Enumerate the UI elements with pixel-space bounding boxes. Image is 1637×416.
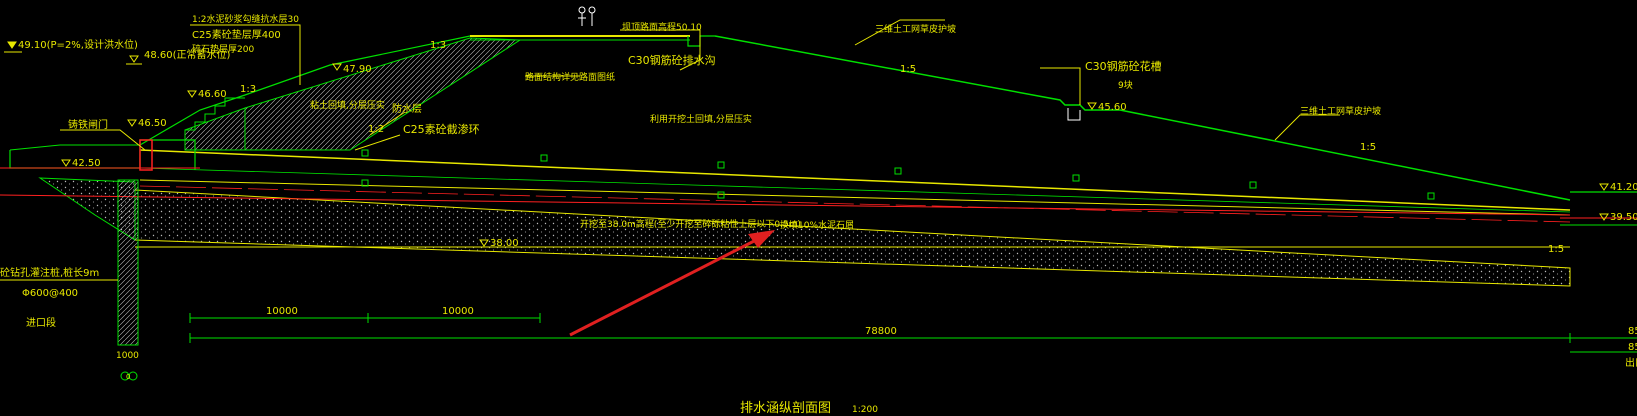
inlet-ground	[9, 144, 140, 151]
ring-markers	[361, 149, 1435, 200]
label-crest: 坝顶路面高程50.10	[622, 21, 702, 33]
culvert-top	[139, 149, 1571, 211]
note-c25-ring: C25素砼截渗环	[403, 122, 480, 136]
water-level-markers	[4, 41, 1609, 247]
label-4660: 46.60	[198, 89, 227, 100]
culvert-inner	[139, 167, 1571, 213]
note-slope-1: 1:2水泥砂浆勾缝抗水层30	[192, 13, 299, 25]
note-c30-flower: C30钢筋砼花槽	[1085, 59, 1162, 73]
note-slope-protect-2: 三维土工网草皮护坡	[1300, 105, 1381, 117]
bottom-circle-label: 0	[126, 373, 130, 381]
dim-total: 78800	[865, 326, 897, 337]
slope-s1: 1:3	[430, 40, 446, 51]
slope-s4: 1:5	[900, 64, 916, 75]
note-cement-stone: 换填10%水泥石屑	[780, 219, 854, 231]
label-design-flood: 49.10(P=2%,设计洪水位)	[18, 38, 138, 51]
dim-pile-w: 1000	[116, 351, 139, 361]
note-slope-3: 碎石垫层厚200	[192, 43, 254, 55]
note-waterproof: 防水层	[392, 102, 422, 115]
label-3950: 39.50	[1610, 212, 1637, 223]
slope-s5: 1:5	[1360, 142, 1376, 153]
note-c30-channel: C30钢筋砼排水沟	[628, 53, 716, 67]
label-4120: 41.20	[1610, 182, 1637, 193]
note-small-tag: 9块	[1118, 79, 1133, 91]
dim-d1: 10000	[266, 306, 298, 317]
drawing-title: 排水涵纵剖面图	[740, 401, 831, 416]
red-arrow-shaft	[569, 236, 761, 337]
dim-right2: 85	[1628, 342, 1637, 353]
culvert-bottom	[139, 179, 1571, 216]
label-4560: 45.60	[1098, 102, 1127, 113]
label-normal-water: 48.60(正常蓄水位)	[144, 48, 231, 61]
person-icon	[578, 6, 596, 26]
note-pile-size: Φ600@400	[22, 288, 78, 299]
leaders	[60, 19, 1340, 151]
pile	[117, 179, 139, 346]
label-4650: 46.50	[138, 118, 167, 129]
dim-right1: 85	[1628, 326, 1637, 337]
label-crest-parapet: 47.90	[343, 64, 372, 75]
crest-channel	[687, 35, 715, 47]
note-foundation: 开挖至38.0m高程(至少开挖至碎砾粘性土层以下0.5m)	[580, 218, 801, 230]
label-3800: 38.00	[490, 238, 519, 249]
slope-s3: 1:2	[368, 124, 384, 135]
drawing-scale: 1:200	[852, 405, 878, 415]
gate	[139, 139, 153, 171]
note-pile: 砼钻孔灌注桩,桩长9m	[0, 266, 99, 279]
culvert-lower-red	[139, 185, 1571, 223]
stepped-line	[185, 97, 245, 131]
note-inlet: 进口段	[26, 316, 56, 329]
note-backfill: 利用开挖土回填,分层压实	[650, 113, 752, 125]
stepped-facing	[184, 107, 246, 151]
note-road-struct: 路面结构详见路面图纸	[525, 71, 615, 83]
culvert-centerline	[0, 194, 1571, 216]
slope-s6: 1:5	[1548, 244, 1564, 255]
note-outlet: 出口段	[1625, 356, 1637, 369]
red-arrow-head	[748, 230, 775, 248]
note-slope-2: C25素砼垫层厚400	[192, 28, 281, 41]
note-slope-protect-1: 三维土工网草皮护坡	[875, 23, 956, 35]
note-earth-fill: 粘土回填,分层压实	[310, 99, 385, 111]
label-4250: 42.50	[72, 158, 101, 169]
bottom-circle-b	[128, 371, 138, 381]
foundation-gravel	[134, 189, 1571, 287]
flower-groove	[1067, 108, 1081, 121]
slope-s2: 1:3	[240, 84, 256, 95]
note-gate: 铸铁闸门	[68, 118, 108, 131]
dim-d2: 10000	[442, 306, 474, 317]
